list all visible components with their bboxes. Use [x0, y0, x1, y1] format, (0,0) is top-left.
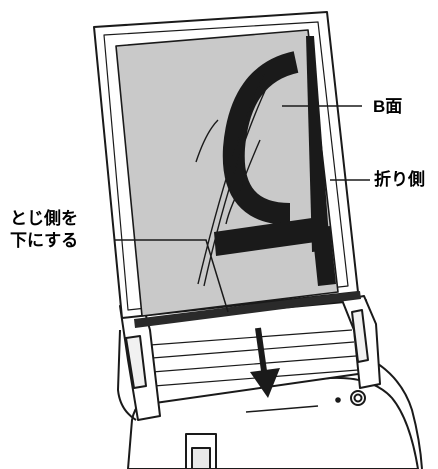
arrow-shaft — [255, 327, 268, 379]
chute-rail-2 — [151, 341, 355, 359]
indicator-light — [335, 397, 341, 403]
stroke-1 — [195, 119, 219, 163]
show-through-glyph — [214, 36, 336, 286]
scanner-left-housing — [117, 329, 137, 421]
glyph-right-fill — [306, 36, 330, 252]
scanner-front-slot-inner — [191, 447, 211, 469]
paper-guides — [119, 295, 381, 421]
chute-rail-3 — [151, 355, 357, 373]
scanner-right-housing — [371, 359, 423, 469]
left-guide-tab — [125, 335, 147, 389]
feed-direction-arrow — [250, 327, 280, 398]
glyph-stem — [214, 216, 330, 256]
arrow-head — [250, 368, 280, 398]
leader-instruction — [115, 239, 229, 313]
stroke-5 — [225, 175, 247, 225]
fold-side-label: 折り側 — [374, 170, 425, 189]
instruction-label-line2: 下にする — [10, 231, 79, 250]
document-front-sheet — [115, 29, 361, 328]
glyph-outer-arc — [222, 51, 299, 225]
fold-edge-band — [134, 291, 361, 328]
scanner-body — [117, 329, 423, 469]
stroke-2 — [197, 73, 265, 285]
chute-rail-1 — [149, 329, 353, 346]
b-side-label: B面 — [373, 97, 403, 116]
instruction-label-line1: とじ側を — [10, 209, 78, 228]
right-guide-tab — [351, 309, 369, 363]
power-button-inner — [353, 393, 363, 403]
leader-lines — [115, 105, 370, 313]
stroke-4 — [237, 139, 261, 197]
scanner-seam — [245, 405, 319, 413]
